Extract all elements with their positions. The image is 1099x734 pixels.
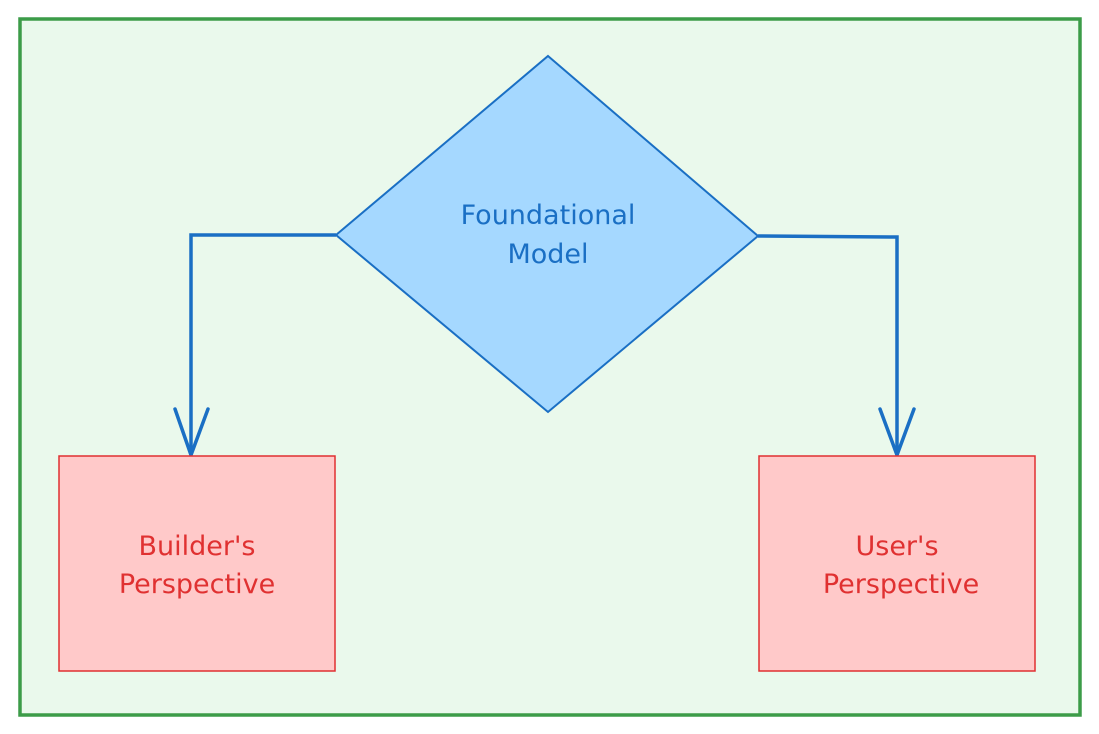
node-foundational-model[interactable]: Foundational Model — [334, 54, 760, 414]
node-user-perspective[interactable]: User's Perspective — [758, 455, 1036, 672]
user-perspective-label-line-1: User's — [855, 531, 938, 562]
user-perspective-label-line-2: Perspective — [823, 569, 979, 600]
connector-to-user — [757, 234, 899, 455]
arrowhead-user — [878, 407, 916, 457]
builder-perspective-label-line-2: Perspective — [119, 569, 275, 600]
foundational-model-diamond — [334, 54, 760, 414]
node-builder-perspective[interactable]: Builder's Perspective — [58, 455, 336, 672]
builder-perspective-box — [58, 455, 336, 672]
foundational-model-label-line-2: Model — [507, 239, 588, 270]
connector-to-builder — [189, 233, 336, 455]
foundational-model-label-line-1: Foundational — [461, 200, 636, 231]
arrowhead-builder — [173, 407, 210, 457]
builder-perspective-label-line-1: Builder's — [139, 531, 256, 562]
user-perspective-box — [758, 455, 1036, 672]
